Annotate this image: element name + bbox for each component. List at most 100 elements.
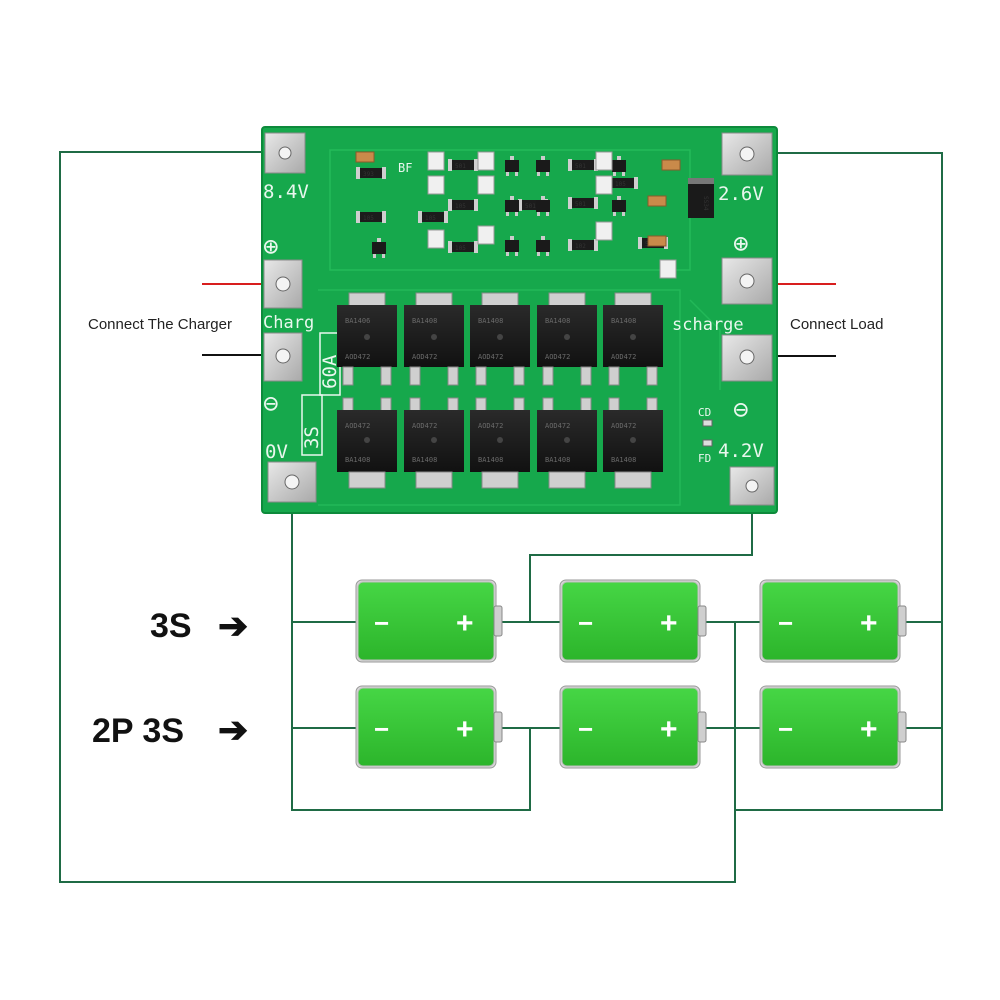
mosfet-code: BA1408 bbox=[412, 456, 437, 464]
discharge-plus-symbol: ⊕ bbox=[733, 229, 749, 259]
mosfet-part: AOD472 bbox=[345, 422, 370, 430]
config-3s-arrow-icon: ➔ bbox=[218, 605, 248, 646]
wire-2v6 bbox=[735, 152, 943, 811]
diode: SS34 bbox=[688, 178, 714, 218]
mosfet-part: AOD472 bbox=[545, 353, 570, 361]
battery-cell: −+ bbox=[759, 579, 907, 663]
mosfet-part: AOD472 bbox=[611, 422, 636, 430]
mosfet-code: BA1408 bbox=[478, 456, 503, 464]
pad-0v bbox=[267, 461, 317, 503]
led-label-cd: CD bbox=[698, 406, 711, 419]
battery-cell: −+ bbox=[759, 685, 907, 769]
cell-minus-label: − bbox=[778, 714, 793, 744]
config-2p3s: 2P 3S ➔ bbox=[92, 709, 248, 750]
bf-label: BF bbox=[398, 161, 412, 175]
smd-parts: 393105501105105501501102105501105501 bbox=[355, 151, 681, 279]
mosfet-array: BA1406AOD472BA1408AOD472BA1408AOD472BA14… bbox=[337, 292, 663, 489]
led-fd bbox=[702, 439, 713, 447]
charge-plus-symbol: ⊕ bbox=[263, 232, 279, 262]
smd-transistor bbox=[536, 196, 550, 216]
mosfet-part: AOD472 bbox=[345, 353, 370, 361]
mosfet-code: BA1408 bbox=[611, 317, 636, 325]
svg-text:60A: 60A bbox=[319, 354, 341, 389]
smd-resistor: 102 bbox=[568, 239, 598, 251]
battery-cells: −+−+−+−+−+−+ bbox=[355, 579, 907, 769]
cell-minus-label: − bbox=[578, 608, 593, 638]
smd-code: 105 bbox=[455, 203, 466, 210]
smd-resistor: 105 bbox=[356, 211, 386, 223]
cell-minus-label: − bbox=[374, 714, 389, 744]
smd-code: 501 bbox=[455, 163, 466, 170]
smd-transistor bbox=[612, 156, 626, 176]
smd-code: 105 bbox=[363, 215, 374, 222]
smd-transistor bbox=[505, 196, 519, 216]
mosfet-code: BA1408 bbox=[412, 317, 437, 325]
cell-plus-label: + bbox=[660, 713, 678, 746]
discharge-minus-pad bbox=[721, 334, 773, 382]
battery-cell: −+ bbox=[355, 579, 503, 663]
charge-label: Charg bbox=[263, 313, 314, 333]
pad-label-0v: 0V bbox=[265, 441, 288, 463]
smd-transistor bbox=[536, 156, 550, 176]
pad-label-4v2: 4.2V bbox=[718, 440, 764, 462]
svg-text:SS34: SS34 bbox=[702, 196, 709, 211]
smd-resistor: 105 bbox=[448, 241, 478, 253]
pad-8v4 bbox=[264, 132, 306, 174]
mosfet-part: AOD472 bbox=[478, 353, 503, 361]
mosfet-part: AOD472 bbox=[478, 422, 503, 430]
smd-chip bbox=[477, 225, 495, 245]
discharge-label: scharge bbox=[672, 315, 744, 335]
config-2p3s-arrow-icon: ➔ bbox=[218, 709, 248, 750]
mosfet-part: AOD472 bbox=[412, 422, 437, 430]
smd-code: 105 bbox=[425, 215, 436, 222]
pad-2v6 bbox=[721, 132, 773, 176]
smd-code: 102 bbox=[575, 243, 586, 250]
smd-chip bbox=[477, 175, 495, 195]
mosfet-code: BA1408 bbox=[345, 456, 370, 464]
wiring bbox=[59, 151, 943, 883]
mosfet-code: BA1408 bbox=[545, 456, 570, 464]
cell-minus-label: − bbox=[778, 608, 793, 638]
smd-code: 501 bbox=[575, 201, 586, 208]
battery-cell: −+ bbox=[355, 685, 503, 769]
smd-code: 501 bbox=[525, 203, 536, 210]
connect-charger-label: Connect The Charger bbox=[88, 316, 232, 333]
smd-chip bbox=[595, 175, 613, 195]
smd-capacitor bbox=[661, 159, 681, 171]
cell-plus-label: + bbox=[860, 713, 878, 746]
smd-resistor: 105 bbox=[418, 211, 448, 223]
smd-transistor bbox=[505, 236, 519, 256]
wire-0v bbox=[291, 480, 531, 811]
smd-chip bbox=[427, 151, 445, 171]
discharge-plus-pad bbox=[721, 257, 773, 305]
cell-plus-label: + bbox=[456, 607, 474, 640]
mosfet-part: AOD472 bbox=[611, 353, 636, 361]
smd-resistor: 501 bbox=[448, 159, 478, 171]
smd-chip bbox=[477, 151, 495, 171]
connect-load-label: Connect Load bbox=[790, 316, 883, 333]
smd-transistor bbox=[505, 156, 519, 176]
smd-transistor bbox=[536, 236, 550, 256]
mosfet-code: BA1408 bbox=[545, 317, 570, 325]
config-3s: 3S ➔ bbox=[150, 605, 248, 646]
wire-4v2 bbox=[529, 488, 753, 622]
smd-transistor bbox=[372, 238, 386, 258]
charge-minus-pad bbox=[263, 332, 303, 382]
bms-pcb-board: 8.4V 2.6V ⊕ Charg ⊖ 0V 3S 60A bbox=[261, 126, 778, 514]
mosfet-code: BA1408 bbox=[611, 456, 636, 464]
config-2p3s-label: 2P 3S bbox=[92, 712, 184, 750]
smd-chip bbox=[427, 175, 445, 195]
cell-plus-label: + bbox=[456, 713, 474, 746]
smd-chip bbox=[595, 221, 613, 241]
battery-cell: −+ bbox=[559, 685, 707, 769]
discharge-minus-symbol: ⊖ bbox=[733, 395, 749, 425]
smd-transistor bbox=[612, 196, 626, 216]
smd-capacitor bbox=[647, 235, 667, 247]
smd-resistor: 105 bbox=[448, 199, 478, 211]
